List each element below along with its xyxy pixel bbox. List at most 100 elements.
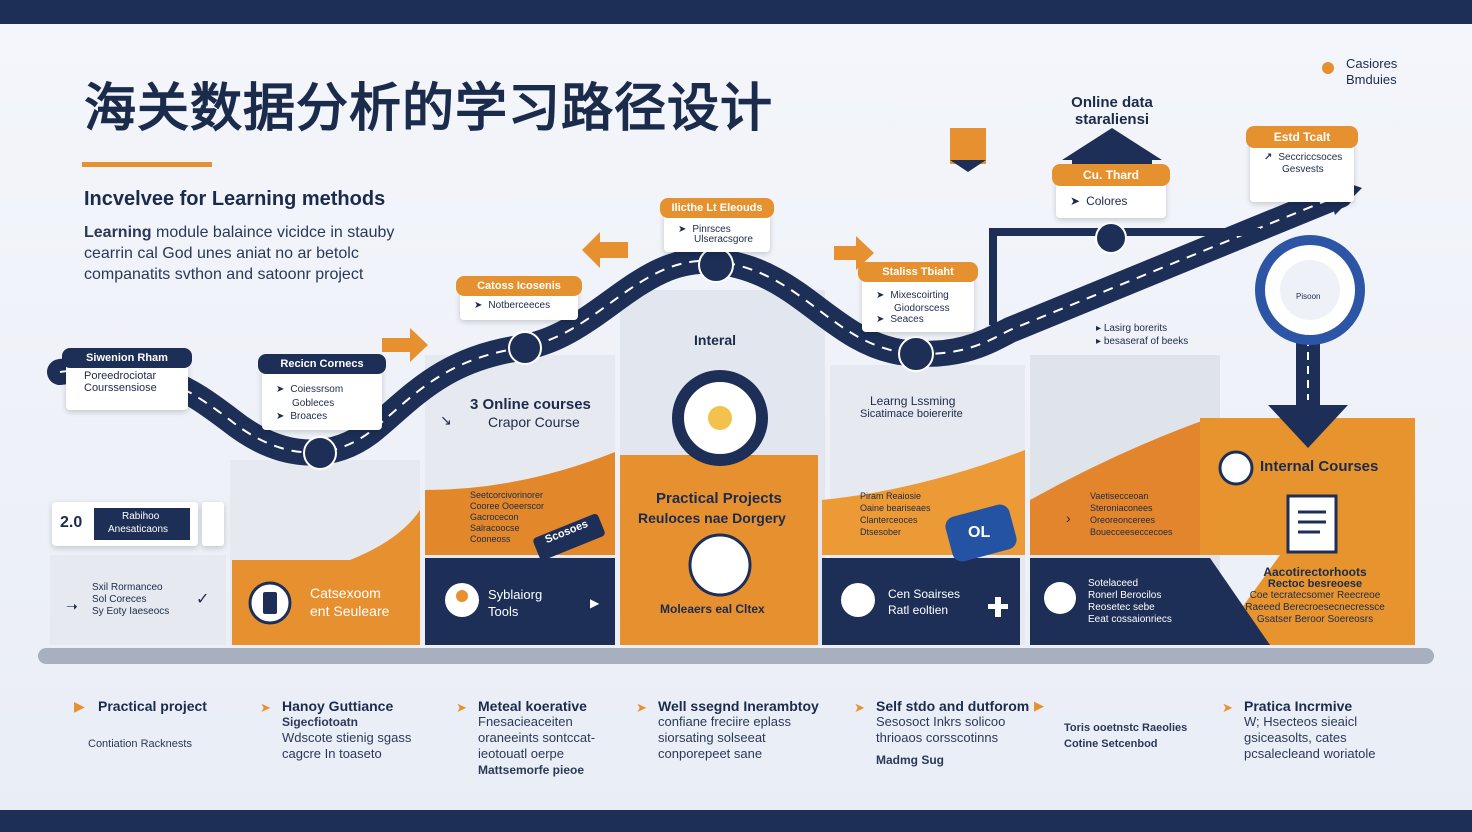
intro-line-2: cearrin cal God unes aniat no ar betolc — [84, 245, 359, 262]
road-node-5 — [1095, 222, 1127, 254]
footer-4-line-2: siorsating solseeat — [658, 730, 766, 745]
footer-5-line-3: Madmg Sug — [876, 753, 944, 767]
footer-2-line-3: cagcre In toaseto — [282, 746, 382, 761]
panel-1-item-2: Sol Coreces — [92, 594, 147, 605]
footer-4-line-1: confiane freciire eplass — [658, 714, 791, 729]
footer-3-line-1: Fnesacieaceiten — [478, 714, 573, 729]
arrow-diagonal-icon: ↘ — [440, 412, 452, 428]
footer-1-heading: Practical project — [98, 698, 207, 714]
panel-5-cert-1: Cen Soairses — [888, 587, 961, 601]
intro-line-1: module balaince vicidce in stauby — [151, 224, 395, 241]
stage-card-2-line-1: Coiessrsom — [290, 384, 344, 395]
panel-6-side: Sotelaceed Ronerl Berocilos Reosetec seb… — [1088, 578, 1172, 626]
panel-6-side-1: Sotelaceed — [1088, 578, 1139, 589]
subtitle: Incvelvee for Learning methods — [84, 188, 386, 210]
panel-7-line-2: Rectoc besreoese — [1267, 578, 1363, 590]
arrow-orange-icon: ➤ — [260, 700, 271, 715]
internal-courses-icon — [1218, 450, 1254, 486]
panel-6-item-2: Steroniaconees — [1090, 503, 1153, 513]
panel-5-item-3: Clanterceoces — [860, 515, 918, 525]
panel-6-side-4: Eeat cossaionriecs — [1088, 614, 1172, 625]
orange-arrow-2 — [582, 232, 628, 268]
stage-card-3-header: Catoss Icosenis — [456, 276, 582, 296]
chevron-right-icon: › — [1066, 510, 1071, 526]
footer-col-7: ➤ Pratica Incrmive W; Hsecteos sieaicl g… — [1222, 698, 1434, 762]
arrow-orange-icon: ➤ — [456, 700, 467, 715]
stage-card-5-line-1: Mixescoirting — [890, 290, 949, 301]
panel-5-cert-2: Ratl eoltien — [888, 603, 949, 617]
footer-2-line-1: Sigecfiotoatn — [282, 715, 359, 729]
doc-circle-icon — [1044, 582, 1076, 614]
panel-7-line-1: Aacotirectorhoots — [1263, 565, 1367, 579]
badge-2-0-line-2: Anesaticaons — [108, 524, 169, 535]
footer-col-1: ▶ Practical project Contiation Racknests — [74, 698, 288, 752]
footer-7-line-3: pcsalecleand woriatole — [1244, 746, 1376, 761]
ol-badge-bg — [945, 504, 1017, 562]
project-circle-icon — [688, 533, 752, 597]
footer-4-line-3: conporepeet sane — [658, 746, 763, 761]
arrow-orange-icon: ➤ — [636, 700, 647, 715]
stage-card-1-line-2: Courssensiose — [84, 382, 157, 394]
footer-col-2: ➤ Hanoy Guttiance Sigecfiotoatn Wdscote … — [260, 698, 472, 762]
stage-card-2-line-3: Broaces — [290, 411, 328, 422]
panel-3-item-5: Cooneoss — [470, 534, 511, 544]
panel-7-line-3: Coe tecratecsomer Reecreoe — [1249, 590, 1381, 601]
footer-col-5: ➤ Self stdo and dutforom Sesosoct Inkrs … — [854, 698, 1066, 768]
page-title: 海关数据分析的学习路径设计 — [84, 79, 774, 139]
footer-3-heading: Meteal koerative — [478, 698, 587, 714]
road-node-3 — [698, 247, 734, 283]
panel-5-item-4: Dtsesober — [860, 527, 902, 537]
footer-3-line-4: Mattsemorfe pieoe — [478, 763, 585, 777]
online-data-line-2: staraliensi — [1074, 111, 1150, 128]
panel-4-label: Interal — [694, 332, 737, 348]
down-arrow-head — [1268, 405, 1348, 448]
stage-card-6: Cu. Thard ➤Colores — [1052, 164, 1170, 218]
panel-5-badge: OL — [968, 524, 991, 541]
panel-6-side-3: Reosetec sebe — [1088, 602, 1155, 613]
house-roof-icon — [1062, 128, 1162, 160]
arrow-orange-icon: ➤ — [1222, 700, 1233, 715]
footer-6-line-2: Cotine Setcenbod — [1064, 738, 1158, 750]
stage-card-7-line-1: Seccriccsoces — [1278, 152, 1343, 163]
play-icon: ▶ — [590, 596, 600, 610]
panel-3-item-1: Seetcorcivorinorer — [470, 490, 544, 500]
road-node-2 — [508, 331, 542, 365]
panel-4-footer: Moleaers eal Cltex — [660, 602, 765, 616]
stage-card-1-line-1: Poreedrociotar — [84, 370, 157, 382]
step-6-navy — [1030, 558, 1270, 645]
step-1-bg — [50, 555, 226, 645]
bottom-bar — [0, 810, 1472, 832]
stage-card-4-header: Ilicthe Lt Eleouds — [660, 198, 774, 218]
badge-2-0-line-1: Rabihoo — [122, 511, 160, 522]
panel-3-tool-1: Syblaiorg — [488, 587, 543, 602]
footer-col-6: Toris ooetnstc Raeolies Cotine Setcenbod — [1064, 720, 1254, 752]
panel-6-bullet-1: Lasirg borerits — [1103, 323, 1168, 334]
stage-card-6-header: Cu. Thard — [1052, 164, 1170, 186]
stage-card-7-line-2: Gesvests — [1282, 164, 1324, 175]
stage-card-2: Recicn Cornecs ➤Coiessrsom Gobleces ➤Bro… — [258, 354, 386, 430]
panel-7-line-4: Raeeed Berecroesecnecressce — [1245, 602, 1385, 613]
legend-top-right: Casiores Bmduies — [1320, 56, 1430, 90]
intro-text: Learning module balaince vicidce in stau… — [84, 222, 444, 285]
panel-5-heading: Learng Lssming — [870, 394, 956, 408]
play-orange-icon: ▶ — [1034, 698, 1044, 713]
orange-arrow-3 — [834, 236, 874, 270]
stage-card-1-header: Siwenion Rham — [62, 348, 192, 368]
panel-5-subheading: Sicatimace boiererite — [860, 408, 963, 420]
footer-1-line-2: Contiation Racknests — [88, 738, 192, 750]
panel-5-item-1: Piram Reaiosie — [860, 491, 922, 501]
footer-4-heading: Well ssegnd Inerambtoy — [658, 698, 819, 714]
badge-2-0: 2.0 Rabihoo Anesaticaons — [52, 502, 198, 546]
panel-3-subheading: Crapor Course — [488, 414, 580, 430]
panel-3-item-4: Salracoocse — [470, 523, 520, 533]
check-icon: ✓ — [196, 591, 210, 608]
road-frame — [989, 228, 1260, 325]
road-node-4 — [898, 336, 934, 372]
panel-6-side-2: Ronerl Berocilos — [1088, 590, 1162, 601]
panel-3-item-3: Gacrocecon — [470, 512, 519, 522]
legend-line-2: Bmduies — [1346, 72, 1397, 87]
stage-card-4-line-2: Ulseracsgore — [694, 234, 753, 245]
play-orange-icon: ▶ — [74, 698, 85, 714]
legend-line-1: Casiores — [1346, 56, 1398, 71]
stage-card-5-header: Staliss Tbiaht — [858, 262, 978, 282]
